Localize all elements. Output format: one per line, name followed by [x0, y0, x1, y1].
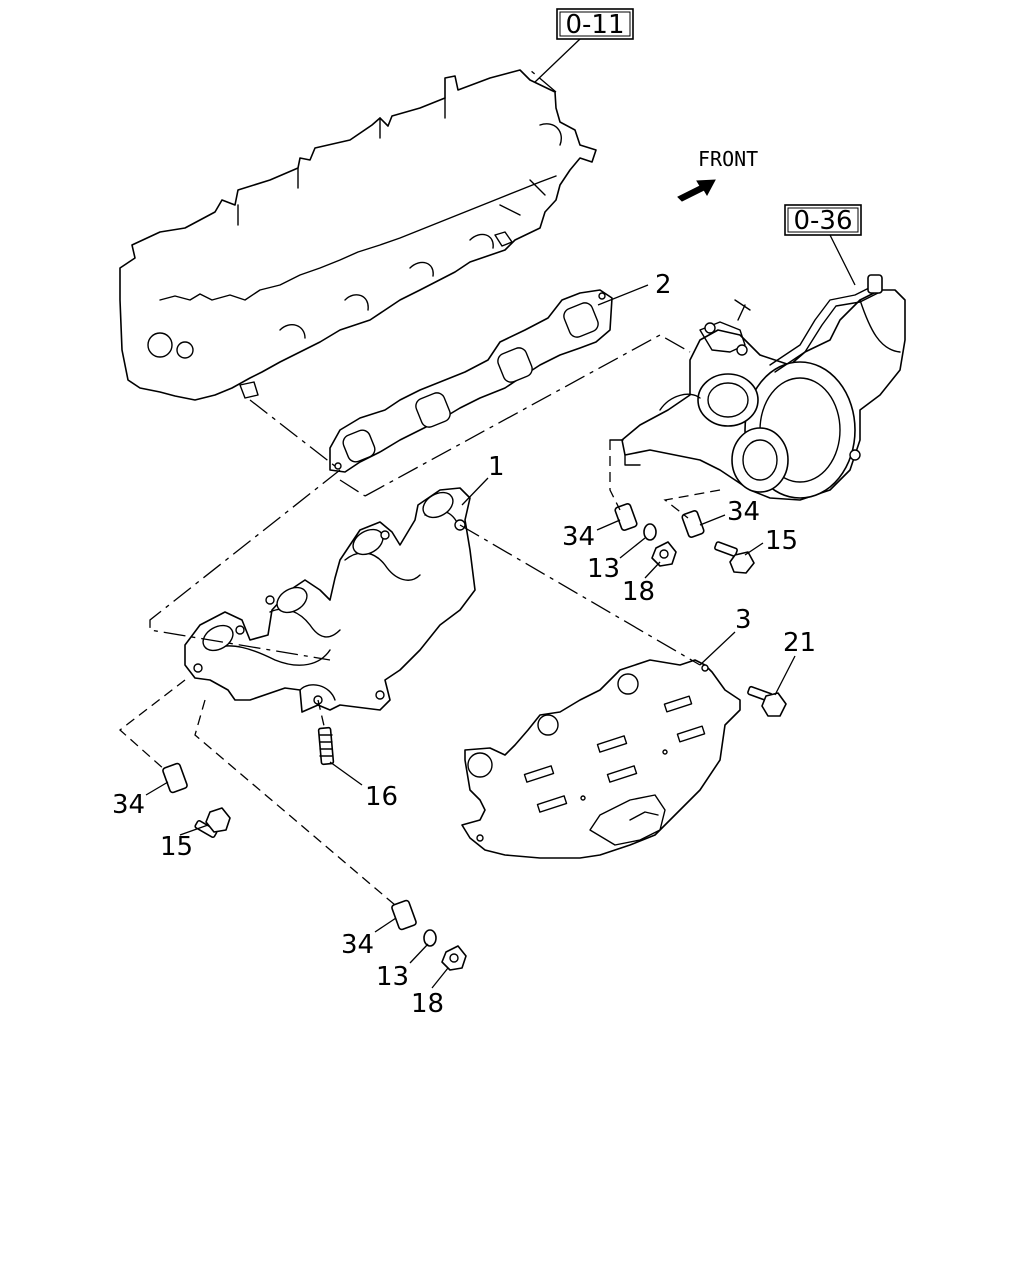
callout-21[interactable]: 21 [783, 628, 816, 658]
assembly-lines [118, 69, 721, 906]
cylinder-head [119, 69, 597, 401]
front-indicator: FRONT [677, 147, 758, 202]
callout-15b[interactable]: 15 [160, 832, 193, 862]
callout-34b[interactable]: 34 [727, 497, 760, 527]
callout-3[interactable]: 3 [735, 605, 752, 635]
nut-18b [441, 945, 467, 971]
nut-18a [651, 541, 677, 567]
callout-34d[interactable]: 34 [341, 930, 374, 960]
callout-1[interactable]: 1 [488, 452, 505, 482]
sleeve-34a [614, 503, 638, 531]
reference-box-turbo[interactable]: 0-36 [784, 204, 862, 286]
callout-2[interactable]: 2 [655, 270, 672, 300]
heat-shield [461, 659, 741, 859]
arrow-icon [677, 179, 716, 202]
washer-13a [643, 523, 657, 541]
bolt-21 [747, 685, 787, 717]
sleeve-34d [391, 899, 417, 931]
callout-34a[interactable]: 34 [562, 522, 595, 552]
bolt-15a [714, 541, 755, 574]
callout-15a[interactable]: 15 [765, 526, 798, 556]
reference-label-turbo: 0-36 [793, 206, 852, 236]
sleeve-34c [162, 762, 188, 794]
reference-box-top[interactable]: 0-11 [534, 8, 634, 83]
callout-13b[interactable]: 13 [376, 962, 409, 992]
exhaust-manifold [184, 487, 476, 713]
stud-16 [317, 726, 335, 766]
callout-18a[interactable]: 18 [622, 577, 655, 607]
washer-13b [423, 929, 437, 947]
front-label: FRONT [698, 147, 758, 171]
callouts: 2 1 34 13 18 34 15 3 21 16 34 15 [112, 270, 816, 1019]
manifold-gasket [329, 289, 613, 473]
callout-16[interactable]: 16 [365, 782, 398, 812]
turbocharger [609, 274, 906, 501]
callout-18b[interactable]: 18 [411, 989, 444, 1019]
callout-13a[interactable]: 13 [587, 554, 620, 584]
bolt-15b [194, 807, 231, 839]
callout-34c[interactable]: 34 [112, 790, 145, 820]
reference-label-top: 0-11 [565, 10, 624, 40]
